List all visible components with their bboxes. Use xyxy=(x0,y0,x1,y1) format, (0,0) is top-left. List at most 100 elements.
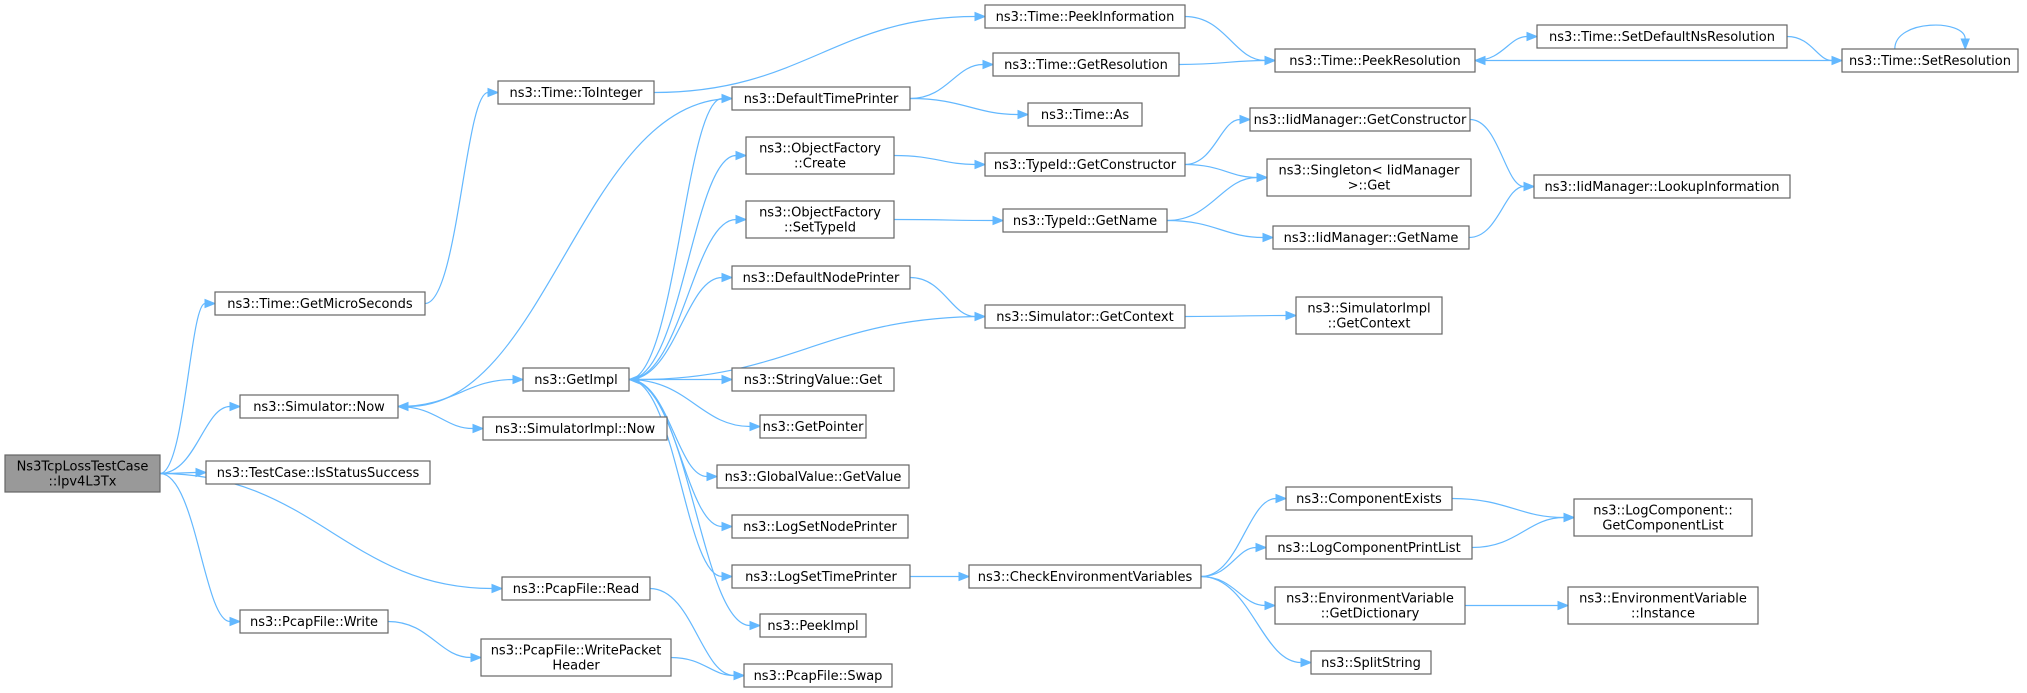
node-box xyxy=(1841,48,2019,73)
node-box xyxy=(4,454,161,493)
node-defaultnode[interactable]: ns3::DefaultNodePrinter xyxy=(731,265,911,290)
nodes-layer: Ns3TcpLossTestCase::Ipv4L3Tx ns3::Time::G… xyxy=(4,4,2019,688)
edge-line xyxy=(628,378,751,428)
node-timeas[interactable]: ns3::Time::As xyxy=(1027,102,1143,127)
node-label: ns3::ObjectFactory xyxy=(759,206,881,221)
node-checkenv[interactable]: ns3::CheckEnvironmentVariables xyxy=(968,564,1202,589)
node-label: ns3::StringValue::Get xyxy=(744,373,882,388)
edge-line xyxy=(1184,118,1241,166)
arrowhead xyxy=(721,521,734,532)
node-label: ns3::Time::GetResolution xyxy=(1004,58,1168,73)
arrowhead xyxy=(735,214,748,225)
edge-ofcreate-to-tidgetctor xyxy=(893,154,987,170)
node-label: ns3::EnvironmentVariable xyxy=(1579,592,1747,607)
arrowhead xyxy=(735,150,748,161)
node-envgetdict[interactable]: ns3::EnvironmentVariable::GetDictionary xyxy=(1274,586,1466,625)
node-tointeger[interactable]: ns3::Time::ToInteger xyxy=(497,80,655,105)
node-logprintlist[interactable]: ns3::LogComponentPrintList xyxy=(1265,535,1473,560)
node-label: Ns3TcpLossTestCase xyxy=(17,460,149,475)
node-label: ns3::EnvironmentVariable xyxy=(1286,592,1454,607)
node-isstatus[interactable]: ns3::TestCase::IsStatusSuccess xyxy=(205,460,431,485)
node-box xyxy=(716,464,910,489)
node-box xyxy=(984,4,1186,29)
node-box xyxy=(743,663,893,688)
node-iidlookup[interactable]: ns3::IidManager::LookupInformation xyxy=(1533,174,1791,199)
node-label: ns3::SimulatorImpl::Now xyxy=(495,422,656,437)
node-getres[interactable]: ns3::Time::GetResolution xyxy=(992,52,1180,77)
node-peekinfo[interactable]: ns3::Time::PeekInformation xyxy=(984,4,1186,29)
node-label: ns3::Time::SetResolution xyxy=(1849,54,2011,69)
node-defaulttime[interactable]: ns3::DefaultTimePrinter xyxy=(731,86,911,111)
node-label: ::SetTypeId xyxy=(784,221,856,236)
node-ofcreate[interactable]: ns3::ObjectFactory::Create xyxy=(745,136,895,175)
edge-line xyxy=(653,15,976,94)
arrowhead xyxy=(721,272,734,283)
arrowhead xyxy=(195,467,208,478)
node-setres[interactable]: ns3::Time::SetResolution xyxy=(1841,48,2019,73)
arrowhead xyxy=(749,421,762,432)
node-pcapwrite[interactable]: ns3::PcapFile::Write xyxy=(239,609,389,634)
node-label: ::Instance xyxy=(1631,607,1695,622)
node-pcapswap[interactable]: ns3::PcapFile::Swap xyxy=(743,663,893,688)
node-label: ns3::CheckEnvironmentVariables xyxy=(978,570,1193,585)
node-box xyxy=(480,638,672,677)
node-logsettime[interactable]: ns3::LogSetTimePrinter xyxy=(731,564,911,589)
edge-line xyxy=(909,63,984,100)
node-label: ns3::ObjectFactory xyxy=(759,142,881,157)
edge-line xyxy=(649,587,735,677)
node-box xyxy=(214,291,426,316)
node-setdefaultns[interactable]: ns3::Time::SetDefaultNsResolution xyxy=(1536,24,1788,49)
node-box xyxy=(1567,586,1759,625)
node-getimpl[interactable]: ns3::GetImpl xyxy=(522,367,630,392)
node-tidgetctor[interactable]: ns3::TypeId::GetConstructor xyxy=(984,152,1186,177)
arrowhead xyxy=(1262,232,1275,243)
edge-root-to-pcapwrite xyxy=(159,472,242,627)
arrowhead xyxy=(706,471,719,482)
node-envinstance[interactable]: ns3::EnvironmentVariable::Instance xyxy=(1567,586,1759,625)
edge-line xyxy=(424,91,489,305)
edge-line xyxy=(397,405,474,430)
node-getpointer[interactable]: ns3::GetPointer xyxy=(759,414,867,439)
node-label: ns3::IidManager::LookupInformation xyxy=(1544,180,1779,195)
node-label: ns3::DefaultTimePrinter xyxy=(744,92,899,107)
node-simimplctx[interactable]: ns3::SimulatorImpl::GetContext xyxy=(1295,296,1443,335)
arrowhead xyxy=(1526,31,1539,42)
node-root[interactable]: Ns3TcpLossTestCase::Ipv4L3Tx xyxy=(4,454,161,493)
node-pcapread[interactable]: ns3::PcapFile::Read xyxy=(501,576,651,601)
node-simnow[interactable]: ns3::Simulator::Now xyxy=(239,394,399,419)
node-gvgetvalue[interactable]: ns3::GlobalValue::GetValue xyxy=(716,464,910,489)
node-box xyxy=(497,80,655,105)
arrowhead xyxy=(1275,493,1288,504)
edge-line xyxy=(1184,163,1258,179)
edges-layer xyxy=(159,11,1970,681)
node-label: ns3::GlobalValue::GetValue xyxy=(725,470,902,485)
edge-tidgetname-to-singleton xyxy=(1166,172,1269,222)
node-peekimpl[interactable]: ns3::PeekImpl xyxy=(759,613,867,638)
node-iidgetname[interactable]: ns3::IidManager::GetName xyxy=(1272,225,1470,250)
node-tidgetname[interactable]: ns3::TypeId::GetName xyxy=(1002,208,1168,233)
node-peekres[interactable]: ns3::Time::PeekResolution xyxy=(1274,48,1476,73)
edge-line xyxy=(159,472,231,623)
edge-pcapread-to-pcapswap xyxy=(649,587,746,681)
node-getmicro[interactable]: ns3::Time::GetMicroSeconds xyxy=(214,291,426,316)
node-compexists[interactable]: ns3::ComponentExists xyxy=(1285,486,1453,511)
arrowhead xyxy=(958,571,971,582)
node-simgetctx[interactable]: ns3::Simulator::GetContext xyxy=(984,304,1186,329)
node-iidgetctor[interactable]: ns3::IidManager::GetConstructor xyxy=(1249,107,1471,132)
node-ofsettype[interactable]: ns3::ObjectFactory::SetTypeId xyxy=(745,200,895,239)
node-label: Header xyxy=(552,659,600,674)
node-splitstring[interactable]: ns3::SplitString xyxy=(1310,650,1432,675)
edge-line xyxy=(159,472,493,590)
node-box xyxy=(205,460,431,485)
node-simimplnow[interactable]: ns3::SimulatorImpl::Now xyxy=(482,416,668,441)
node-singleton[interactable]: ns3::Singleton< IidManager>::Get xyxy=(1266,158,1472,197)
node-strget[interactable]: ns3::StringValue::Get xyxy=(731,367,895,392)
edge-defaulttime-to-simnow xyxy=(396,97,733,412)
arrowhead xyxy=(229,401,242,412)
edge-line xyxy=(1468,185,1525,239)
node-logsetnode[interactable]: ns3::LogSetNodePrinter xyxy=(731,514,909,539)
arrowhead xyxy=(470,652,483,663)
node-logcomplist[interactable]: ns3::LogComponent::GetComponentList xyxy=(1573,498,1753,537)
node-label: ns3::TypeId::GetName xyxy=(1013,214,1157,229)
